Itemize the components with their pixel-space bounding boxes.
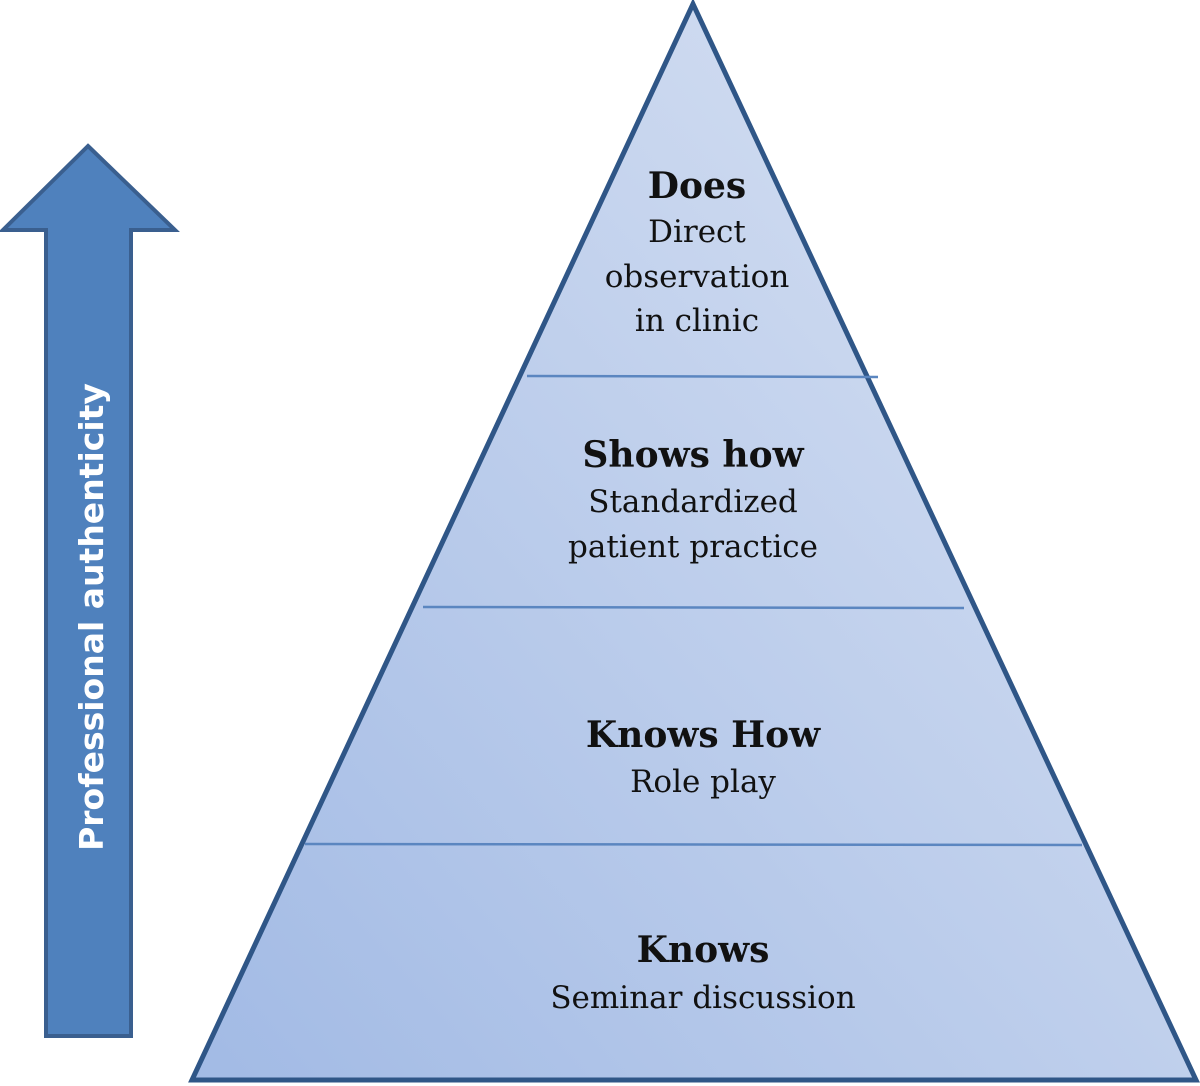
tier-title: Knows How (586, 714, 821, 756)
up-arrow-icon (0, 143, 180, 1038)
tier-does: Does Direct observation in clinic (605, 165, 790, 339)
tier-description-line: patient practice (568, 529, 818, 565)
tier-description-line: observation (605, 259, 790, 295)
tier-divider-1 (526, 374, 879, 379)
tier-description-line: Standardized (588, 484, 798, 520)
tier-shows-how: Shows how Standardized patient practice (568, 434, 818, 565)
tier-description-line: Role play (630, 764, 776, 800)
tier-description-line: Seminar discussion (550, 980, 855, 1016)
pyramid: Does Direct observation in clinic Shows … (188, 0, 1200, 1083)
tier-knows: Knows Seminar discussion (550, 929, 855, 1016)
tier-divider-3 (304, 842, 1083, 847)
tier-divider-2 (422, 605, 965, 610)
pyramid-body (188, 0, 1200, 1083)
tier-title: Knows (637, 929, 770, 971)
tier-title: Shows how (582, 434, 804, 476)
tier-description-line: in clinic (635, 303, 759, 339)
tier-description-line: Direct (648, 214, 746, 250)
tier-knows-how: Knows How Role play (586, 714, 821, 800)
arrow-label: Professional authenticity (72, 383, 111, 851)
tier-title: Does (648, 165, 746, 207)
authenticity-arrow: Professional authenticity (0, 143, 180, 1038)
